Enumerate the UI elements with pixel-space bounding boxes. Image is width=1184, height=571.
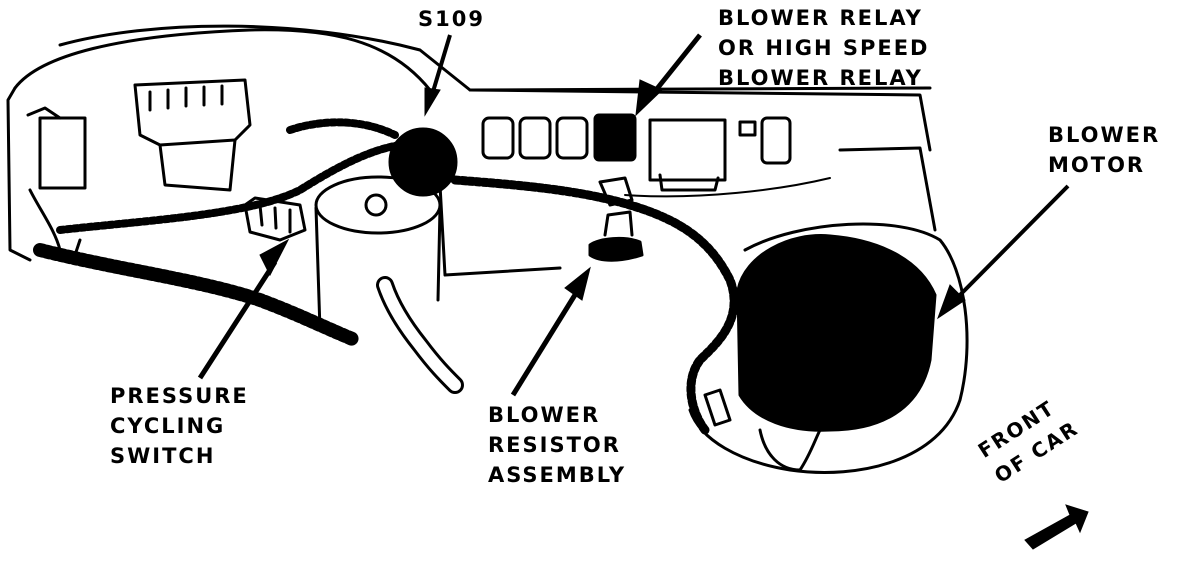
accumulator-top (314, 175, 442, 235)
shelf-line (468, 86, 932, 92)
label-line: OR HIGH SPEED (718, 36, 930, 60)
blower-resistor-assembly (588, 236, 644, 262)
arrow-blower-relay (635, 33, 702, 117)
label-line: BLOWER RELAY (718, 66, 923, 90)
label-line: BLOWER (488, 403, 601, 427)
wiring-harness (56, 141, 404, 234)
label-blower-motor: BLOWER MOTOR (1048, 120, 1160, 180)
arrow-front-of-car (1024, 504, 1089, 550)
relay-bracket (648, 118, 727, 182)
label-line: RESISTOR (488, 433, 621, 457)
cowl-panel (58, 24, 932, 152)
arrow-pressure-switch (197, 238, 290, 380)
blower-relay (593, 113, 637, 162)
relay-3 (555, 116, 589, 160)
blower-motor (736, 234, 937, 432)
label-s109: S109 (418, 4, 485, 34)
lower-panel (438, 183, 562, 277)
label-line: BLOWER RELAY (718, 6, 923, 30)
label-pressure-cycling-switch: PRESSURE CYCLING SWITCH (110, 381, 249, 471)
label-s109-text: S109 (418, 7, 485, 31)
label-line: CYCLING (110, 414, 226, 438)
label-line: ASSEMBLY (488, 463, 627, 487)
label-line: MOTOR (1048, 153, 1146, 177)
arrow-resistor (510, 266, 591, 397)
small-relay (760, 116, 792, 165)
relay-2 (518, 116, 552, 160)
label-blower-relay: BLOWER RELAY OR HIGH SPEED BLOWER RELAY (718, 3, 929, 93)
label-line: BLOWER (1048, 123, 1161, 147)
arrow-s109 (424, 34, 452, 117)
relay-1 (481, 116, 515, 160)
label-line: PRESSURE (110, 384, 249, 408)
left-connector (38, 116, 87, 190)
pressure-cycling-switch (243, 196, 307, 242)
label-line: SWITCH (110, 444, 216, 468)
blower-housing (688, 222, 969, 474)
right-panel (838, 146, 937, 232)
cowl-outline (13, 28, 432, 92)
left-fender (6, 86, 32, 262)
splice-s109 (388, 127, 458, 197)
upper-connector-block (133, 78, 252, 147)
label-blower-resistor-assembly: BLOWER RESISTOR ASSEMBLY (488, 400, 626, 490)
motor-harness (450, 175, 739, 435)
pointer-arrows (197, 33, 1089, 550)
arrow-blower-motor (937, 184, 1070, 320)
